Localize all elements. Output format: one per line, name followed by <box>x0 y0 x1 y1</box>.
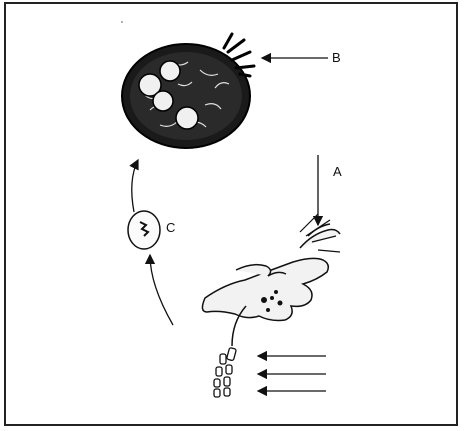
hand-illustration <box>202 224 340 321</box>
cell-illustration <box>128 211 160 249</box>
arrow-to-cell <box>150 255 173 325</box>
sporocyst-illustration <box>122 34 254 148</box>
spore-cluster-illustration <box>214 347 236 397</box>
label-c: C <box>166 221 175 234</box>
arrow-cell-to-body <box>132 160 138 212</box>
label-b: B <box>332 51 341 64</box>
label-a: A <box>333 165 342 178</box>
